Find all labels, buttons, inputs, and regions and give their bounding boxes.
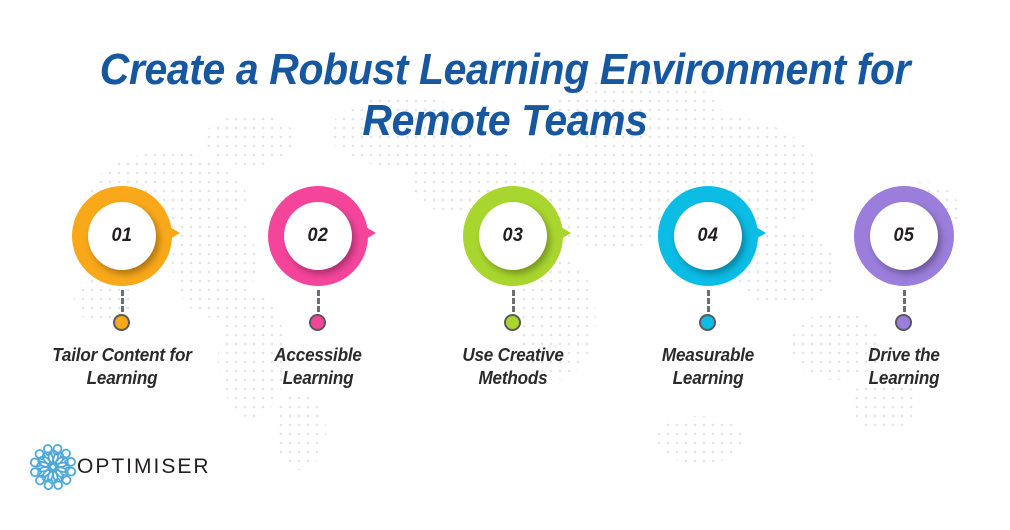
step-connector-02 [317,290,320,312]
page-title: Create a Robust Learning Environment for… [99,45,911,145]
step-connector-04 [707,290,710,312]
step-connector-05 [903,290,906,312]
step-item-05[interactable]: 05 Drive the Learning [806,186,1002,416]
step-item-02[interactable]: 02 Accessible Learning [220,186,416,416]
step-ring-inner-03: 03 [479,202,547,270]
step-ring-01: 01 [72,186,180,286]
step-connector-01 [121,290,124,312]
brand-logo[interactable]: OPTIMISER [26,438,216,496]
step-ring-05: 05 [854,186,954,286]
steps-row: 01 Tailor Content for Learning 02 Access… [0,186,1010,416]
step-ring-02: 02 [268,186,376,286]
step-dot-04 [699,314,716,331]
step-label-02: Accessible Learning [274,345,362,388]
step-item-03[interactable]: 03 Use Creative Methods [415,186,611,416]
step-ring-inner-02: 02 [284,202,352,270]
step-number-01: 01 [111,225,133,246]
pinwheel-burst-icon [29,443,77,491]
step-ring-03: 03 [463,186,571,286]
step-number-05: 05 [893,225,915,246]
step-label-01: Tailor Content for Learning [52,345,192,388]
step-connector-03 [512,290,515,312]
step-item-01[interactable]: 01 Tailor Content for Learning [24,186,220,416]
step-ring-04: 04 [658,186,766,286]
step-label-04: Measurable Learning [661,345,755,388]
step-ring-inner-04: 04 [674,202,742,270]
step-item-04[interactable]: 04 Measurable Learning [610,186,806,416]
step-number-03: 03 [502,225,524,246]
step-number-02: 02 [307,225,329,246]
step-ring-inner-05: 05 [870,202,938,270]
step-ring-inner-01: 01 [88,202,156,270]
step-dot-02 [309,314,326,331]
brand-logo-text: OPTIMISER [77,455,211,478]
step-number-04: 04 [697,225,719,246]
step-dot-05 [895,314,912,331]
step-dot-01 [113,314,130,331]
step-label-05: Drive the Learning [868,345,940,388]
step-dot-03 [504,314,521,331]
step-label-03: Use Creative Methods [462,345,564,388]
